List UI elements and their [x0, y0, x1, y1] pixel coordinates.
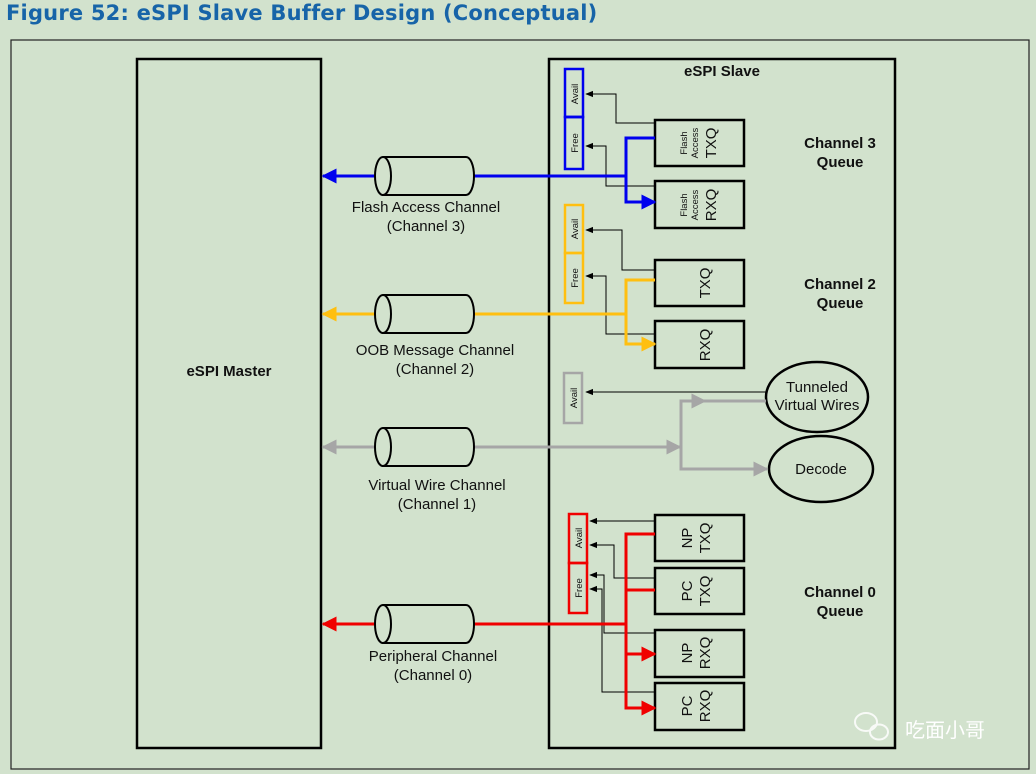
ch3-avail-text: Avail [570, 84, 581, 104]
espi-master-box [135, 57, 323, 750]
decode-ellipse [767, 434, 875, 504]
oob-txq-box [653, 258, 746, 308]
channel-0-name: Peripheral Channel [369, 648, 497, 665]
espi-master-label: eSPI Master [186, 363, 271, 380]
pipe-channel-1 [374, 427, 475, 467]
channel-3-group: Avail Free Flash Access TXQ Flash Access… [321, 67, 876, 230]
pipe-channel-2 [374, 294, 475, 334]
np-rxq-label-2: RXQ [697, 637, 714, 670]
pipe-channel-3 [374, 156, 475, 196]
channel-1-number: (Channel 1) [398, 496, 476, 513]
pc-rxq-label-2: RXQ [697, 690, 714, 723]
flash-txq-label-1: Flash [679, 131, 690, 154]
ch2-queue-label-2: Queue [817, 295, 864, 312]
ch2-free-buffer [563, 251, 585, 305]
pc-txq-label-1: PC [679, 580, 696, 601]
ch2-queue-label-1: Channel 2 [804, 276, 876, 293]
ch0-avail-text: Avail [574, 528, 585, 548]
ch0-free-text: Free [574, 578, 585, 598]
ch0-queue-label-2: Queue [817, 603, 864, 620]
oob-txq-label: TXQ [697, 268, 714, 299]
flash-txq-label-3: TXQ [703, 128, 720, 159]
flash-rxq-label-1: Flash [679, 193, 690, 216]
wechat-icon [854, 712, 889, 741]
ch3-queue-label-1: Channel 3 [804, 135, 876, 152]
ch1-avail-buffer [562, 371, 584, 425]
tunneled-vw-ellipse [764, 360, 870, 434]
ch2-avail-text: Avail [570, 219, 581, 239]
channel-1-group: Avail Tunneled Virtual Wires Decode [321, 360, 875, 504]
flash-rxq-label-3: RXQ [703, 189, 720, 222]
tunneled-vw-label-2: Virtual Wires [775, 397, 860, 414]
outer-frame [10, 39, 1030, 770]
channel-2-name: OOB Message Channel [356, 342, 514, 359]
ch0-free-buffer [567, 561, 589, 615]
ch3-free-buffer [563, 115, 585, 171]
tunneled-vw-label-1: Tunneled [786, 379, 848, 396]
oob-rxq-label: RXQ [697, 329, 714, 362]
channel-2-number: (Channel 2) [396, 361, 474, 378]
ch2-free-text: Free [570, 268, 581, 288]
ch1-avail-text: Avail [569, 388, 580, 408]
pipe-channel-0 [374, 604, 475, 644]
channel-0-number: (Channel 0) [394, 667, 472, 684]
watermark-text: 吃面小哥 [905, 719, 985, 742]
channel-1-name: Virtual Wire Channel [368, 477, 505, 494]
decode-label: Decode [795, 461, 847, 478]
np-txq-box [653, 513, 746, 563]
espi-slave-label: eSPI Slave [684, 63, 760, 80]
channel-3-number: (Channel 3) [387, 218, 465, 235]
figure-title: Figure 52: eSPI Slave Buffer Design (Con… [6, 1, 598, 25]
flash-txq-box [653, 118, 746, 168]
np-txq-label-1: NP [679, 528, 696, 549]
espi-slave-box [547, 57, 897, 750]
channel-2-group: Avail Free TXQ RXQ Channel 2 Queue [321, 203, 876, 370]
pc-rxq-label-1: PC [679, 695, 696, 716]
flash-txq-label-2: Access [690, 127, 701, 158]
pc-txq-label-2: TXQ [697, 576, 714, 607]
np-rxq-label-1: NP [679, 643, 696, 664]
ch3-queue-label-2: Queue [817, 154, 864, 171]
np-txq-label-2: TXQ [697, 523, 714, 554]
flash-rxq-label-2: Access [690, 189, 701, 220]
ch3-free-text: Free [570, 133, 581, 153]
ch0-queue-label-1: Channel 0 [804, 584, 876, 601]
channel-3-name: Flash Access Channel [352, 199, 500, 216]
